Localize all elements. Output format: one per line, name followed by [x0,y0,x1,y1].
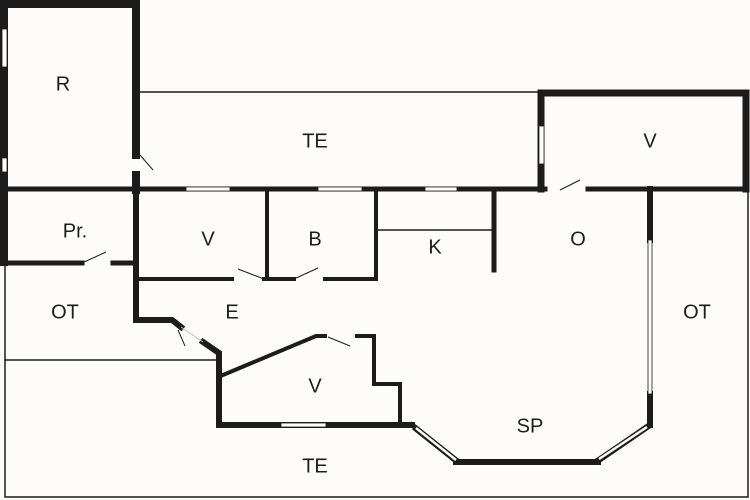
room-label-v-top-right: V [643,130,657,152]
room-label-k: K [428,236,442,258]
room-label-sp: SP [517,415,544,437]
room-label-v-bottom: V [308,375,322,397]
room-label-te-top: TE [302,130,328,152]
room-label-b: B [308,228,321,250]
room-label-v-mid: V [201,228,215,250]
outdoor-outlines [4,91,749,498]
room-label-pr: Pr. [63,220,87,242]
windows [1,28,653,465]
room-label-te-bottom: TE [302,455,328,477]
room-label-ot-left: OT [51,301,79,323]
door-swings [81,154,581,347]
room-labels: R TE V Pr. V B K O OT E OT V SP TE [51,73,711,477]
walls [0,0,750,465]
room-label-e: E [225,301,238,323]
room-label-ot-right: OT [683,301,711,323]
room-label-o: O [570,228,586,250]
room-label-r: R [56,73,70,95]
